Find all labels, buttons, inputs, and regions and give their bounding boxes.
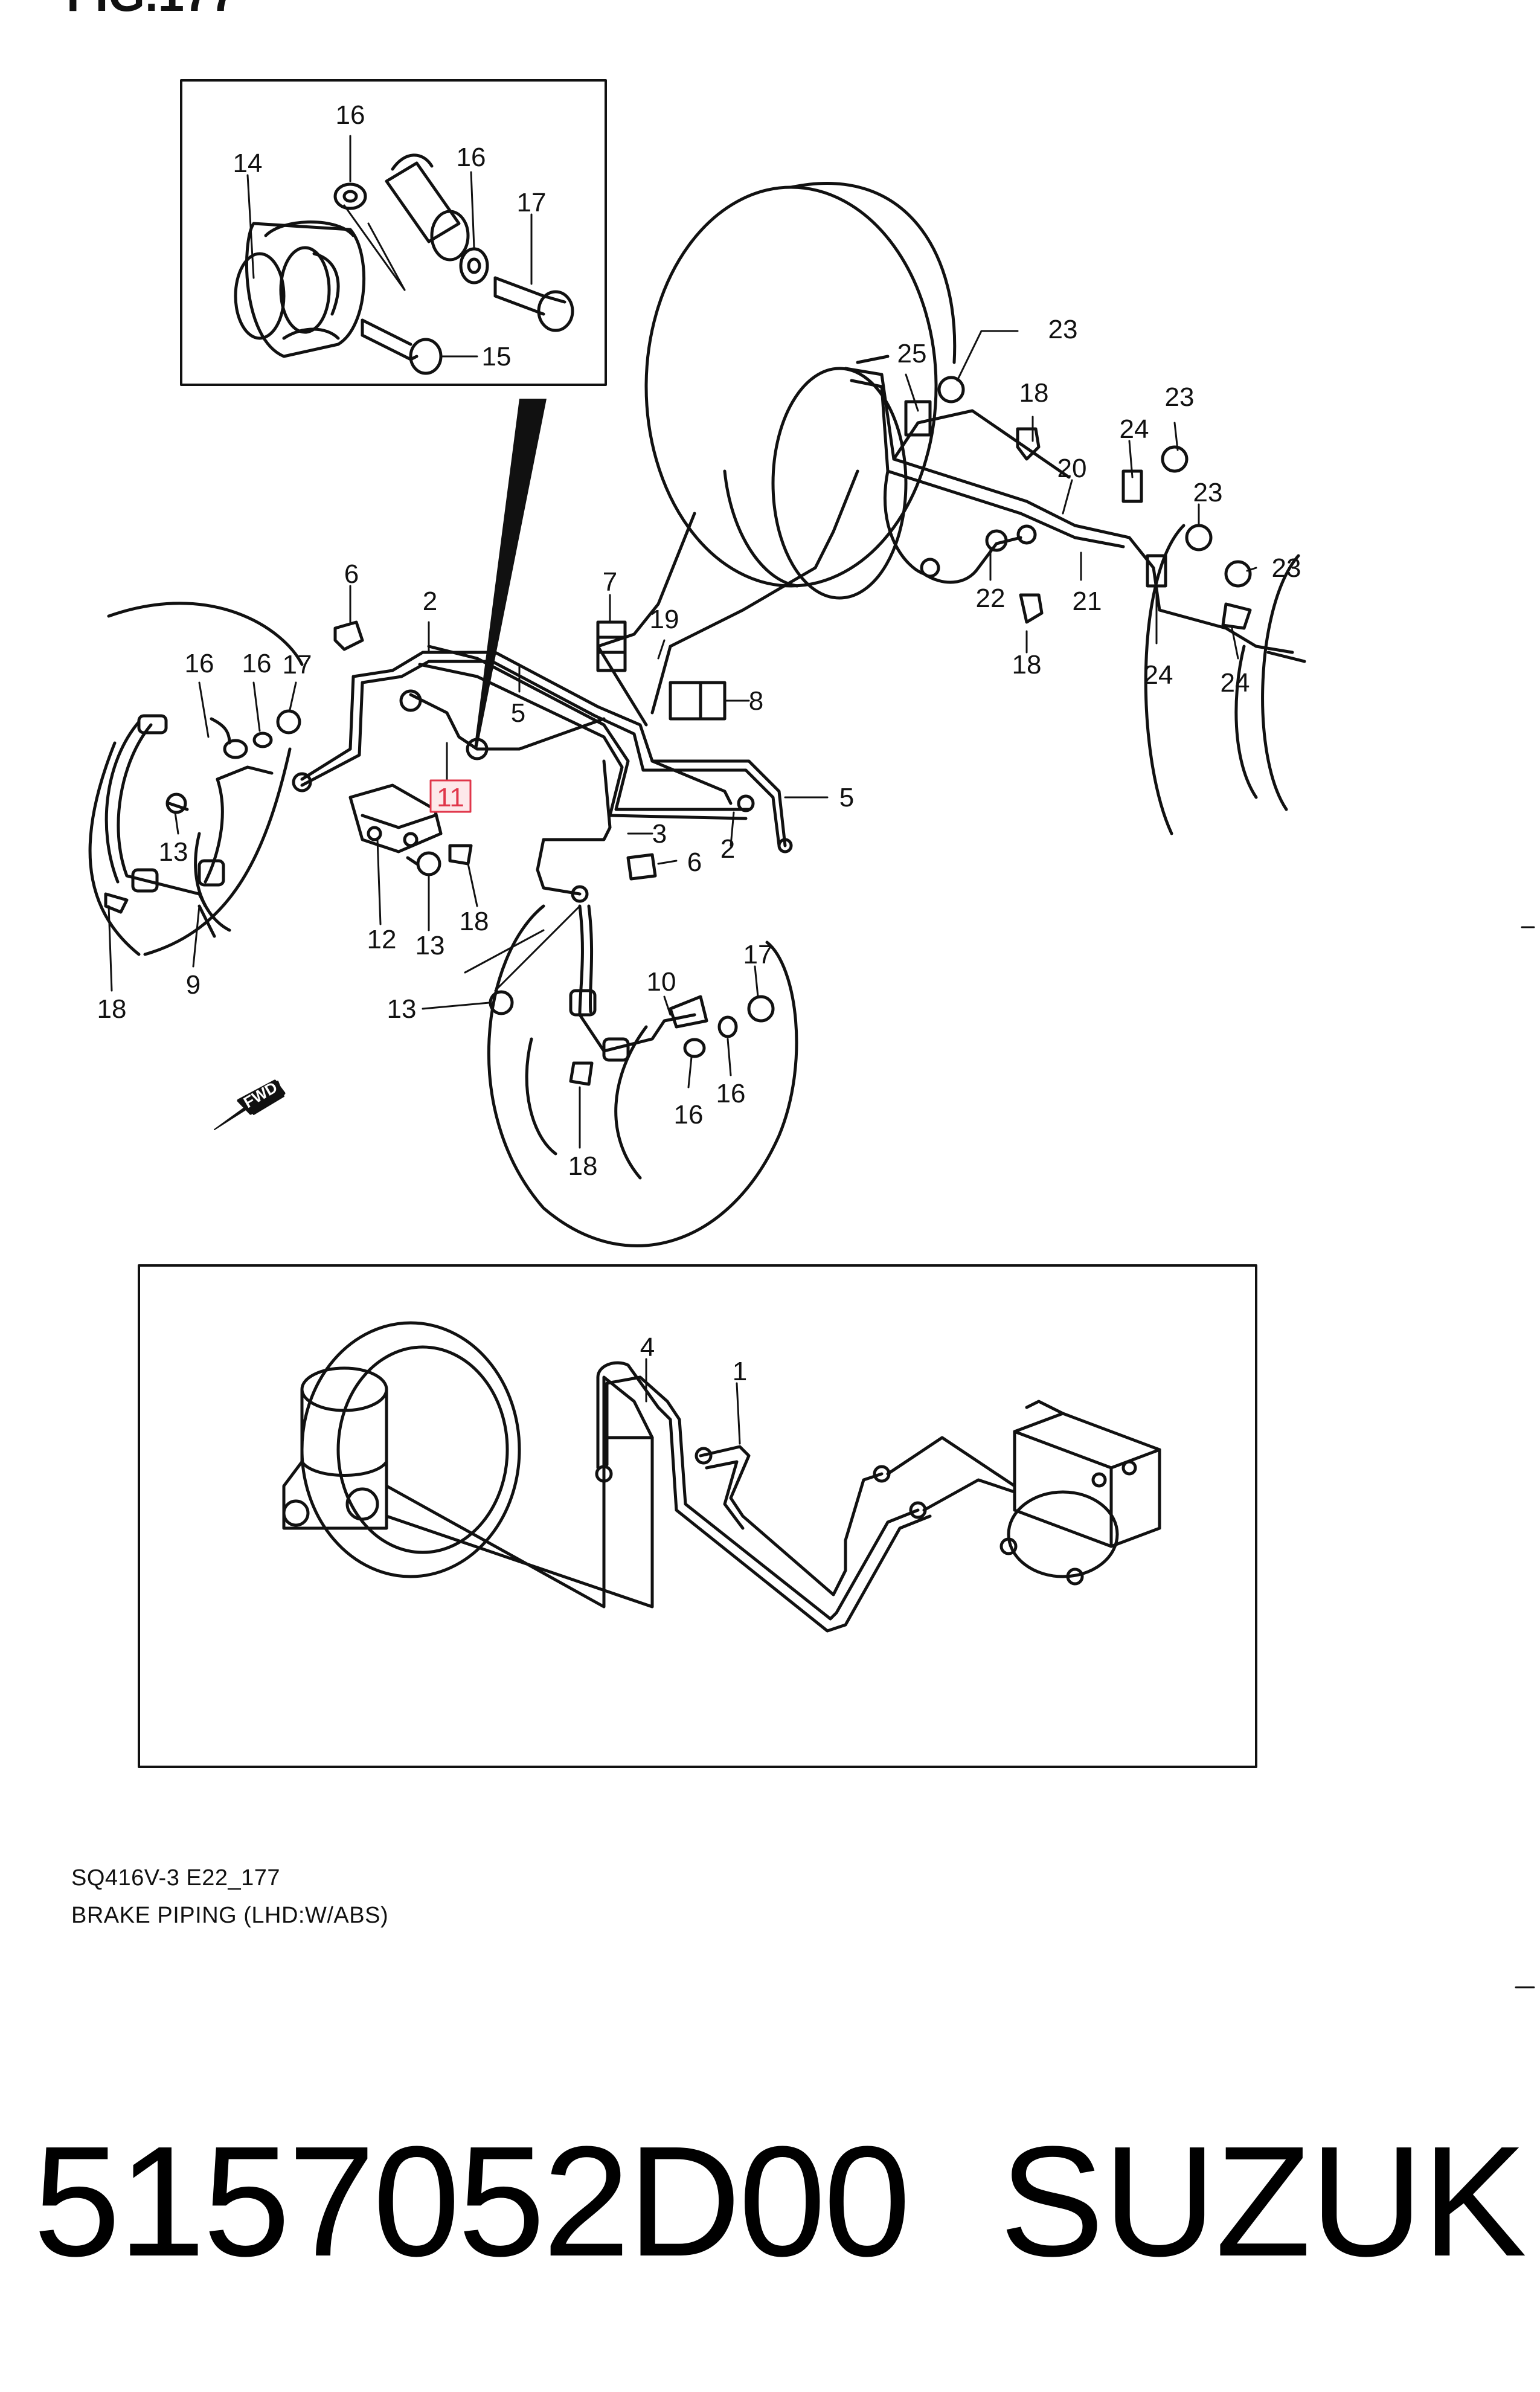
callout-label: 19 — [650, 605, 679, 634]
callout-label: 17 — [743, 940, 773, 969]
brake-piping-diagram: FIG.177 — [66, 0, 1535, 1989]
callout-label: 6 — [687, 847, 702, 877]
front-wheel-right — [422, 904, 798, 1247]
footer: 5157052D00 SUZUKI — [0, 2114, 1540, 2289]
callout-label: 23 — [1193, 478, 1223, 507]
front-wheel-left — [88, 602, 304, 992]
callout-label: 9 — [186, 970, 201, 1000]
callout-label: 10 — [647, 967, 676, 997]
fwd-arrow: FWD — [214, 1078, 286, 1130]
callout-label: 2 — [423, 587, 437, 616]
callout-label: 18 — [460, 907, 489, 936]
inset-pointer — [474, 399, 547, 749]
callout-label: 25 — [897, 339, 927, 368]
rear-leader-lines — [905, 330, 1257, 660]
callout-label: 13 — [387, 994, 417, 1024]
callout-label: 16 — [242, 649, 272, 678]
callout-label: 5 — [839, 783, 854, 812]
callout-label: 18 — [1012, 650, 1042, 680]
callout-label: 3 — [652, 819, 667, 849]
callout-label: 21 — [1073, 587, 1102, 616]
callout-label: 15 — [482, 342, 512, 371]
figure-caption-title: BRAKE PIPING (LHD:W/ABS) — [71, 1903, 389, 1928]
callout-label: 24 — [1221, 668, 1250, 698]
callout-label: 8 — [749, 686, 763, 716]
callout-label: 22 — [976, 584, 1006, 613]
callout-label: 14 — [233, 149, 263, 178]
callout-label: 24 — [1144, 660, 1173, 690]
rear-wheel-upper — [644, 182, 957, 600]
highlight-box-11 — [429, 779, 472, 813]
callout-11-highlighted: 11 — [437, 783, 464, 812]
callout-label: 18 — [97, 994, 127, 1024]
callout-labels: 16 14 16 17 15 25 23 18 24 23 20 23 22 2… — [97, 100, 1301, 1386]
callout-label: 18 — [568, 1151, 598, 1181]
callout-label: 13 — [415, 931, 445, 960]
callout-label: 20 — [1057, 454, 1087, 483]
figure-header-partial: FIG.177 — [66, 0, 237, 21]
callout-label: 1 — [733, 1357, 747, 1386]
part-number: 5157052D00 — [33, 2114, 911, 2289]
callout-label: 23 — [1272, 553, 1301, 583]
callout-label: 16 — [674, 1100, 704, 1130]
callout-label: 17 — [517, 188, 547, 217]
callout-label: 16 — [185, 649, 214, 678]
callout-label: 16 — [716, 1079, 746, 1108]
callout-label: 12 — [367, 925, 397, 954]
rear-wheel-lower-right — [1144, 524, 1300, 835]
callout-label: 24 — [1120, 414, 1149, 444]
callout-label: 23 — [1165, 382, 1195, 412]
caliper-detail-inset — [180, 79, 607, 386]
callout-label: 16 — [457, 143, 486, 172]
callout-label: 6 — [344, 559, 359, 589]
master-cylinder-inset — [138, 1264, 1257, 1768]
callout-label: 18 — [1019, 378, 1049, 408]
front-piping-bundle — [292, 469, 859, 931]
figure-caption-code: SQ416V-3 E22_177 — [71, 1865, 281, 1891]
callout-label: 13 — [159, 837, 188, 867]
callout-label: 17 — [283, 650, 312, 680]
callout-label: 23 — [1048, 315, 1078, 344]
callout-label: 4 — [640, 1333, 655, 1362]
callout-label: 5 — [511, 698, 525, 728]
rear-axle-piping — [844, 355, 1306, 663]
callout-label: 16 — [336, 100, 365, 130]
callout-label: 7 — [603, 567, 617, 597]
callout-label: 2 — [720, 834, 735, 864]
brand-name: SUZUKI — [999, 2114, 1540, 2289]
